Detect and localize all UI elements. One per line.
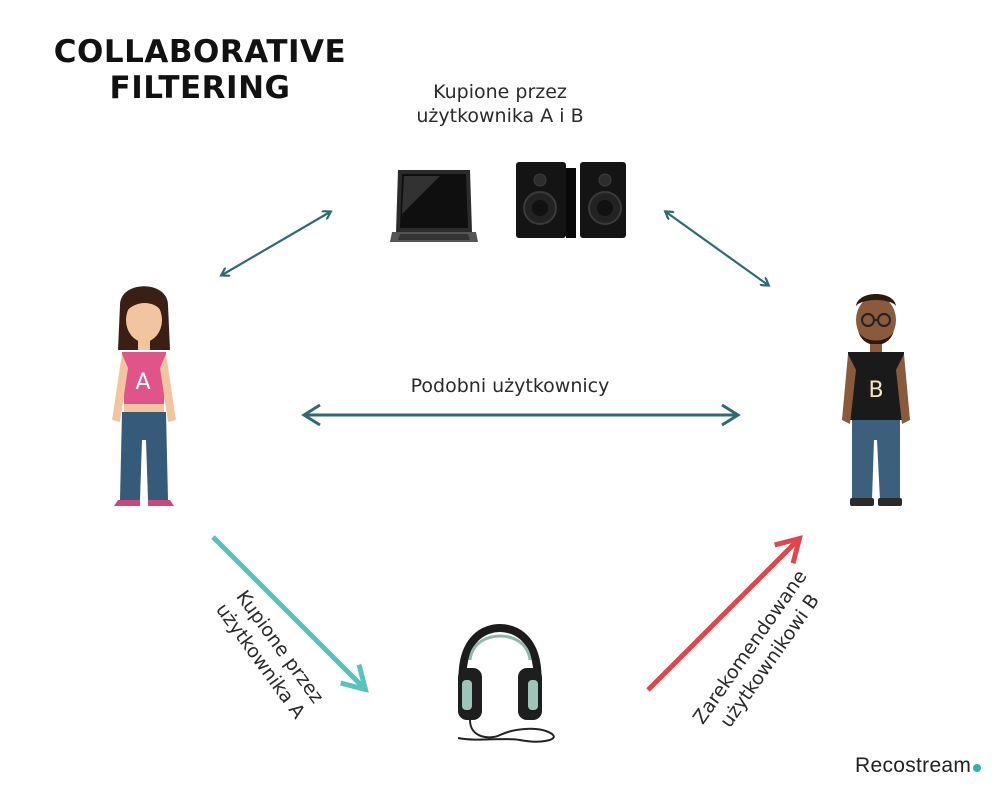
- shared-purchases-line-1: Kupione przez: [433, 81, 567, 103]
- brand-name: Recostream: [855, 754, 972, 777]
- shared-purchases-label: Kupione przez użytkownika A i B: [380, 80, 620, 128]
- arrow-recommended-to-b: [646, 540, 798, 692]
- user-b-letter: B: [868, 378, 883, 403]
- user-a-letter: A: [135, 370, 150, 395]
- arrow-products-to-user-b: [666, 212, 768, 285]
- speakers-icon: [516, 162, 626, 238]
- title-line-2: FILTERING: [109, 70, 291, 106]
- diagram-title: COLLABORATIVE FILTERING: [40, 34, 360, 106]
- arrow-bought-by-a: [211, 535, 364, 688]
- man-user-icon: [842, 294, 910, 506]
- brand-dot-icon: [973, 764, 982, 772]
- laptop-icon: [390, 170, 478, 242]
- similar-users-label: Podobni użytkownicy: [410, 375, 610, 397]
- arrow-user-a-to-products: [222, 212, 330, 275]
- woman-user-icon: [112, 286, 176, 506]
- brand-logo: Recostream: [855, 754, 982, 778]
- title-line-1: COLLABORATIVE: [53, 34, 347, 70]
- shared-purchases-line-2: użytkownika A i B: [416, 105, 584, 127]
- headphones-icon: [457, 623, 555, 743]
